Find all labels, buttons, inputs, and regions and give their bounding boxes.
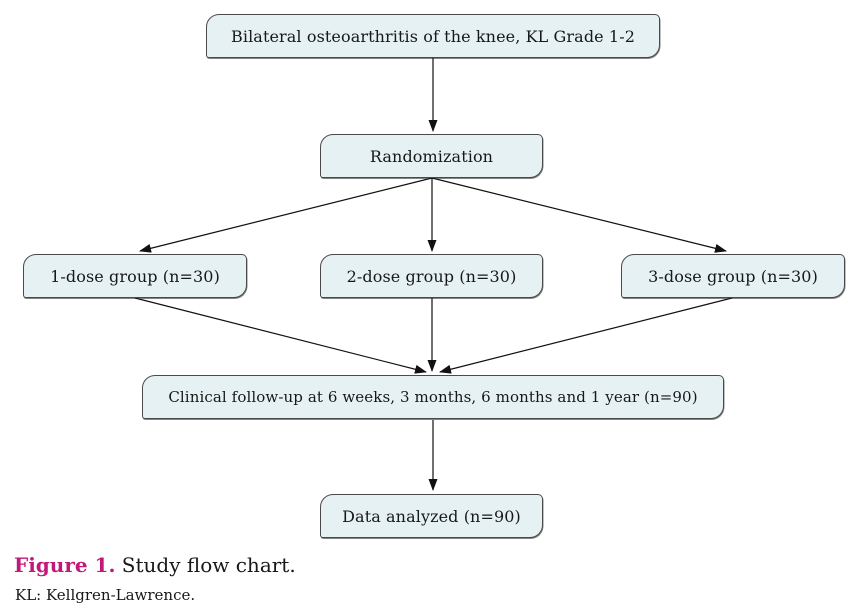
node-eligibility-label: Bilateral osteoarthritis of the knee, KL…: [231, 26, 635, 46]
node-randomization: Randomization: [320, 134, 543, 178]
node-group-1dose: 1-dose group (n=30): [23, 254, 247, 298]
arrow-randomization-to-group1: [139, 177, 433, 253]
node-group-1dose-label: 1-dose group (n=30): [50, 266, 220, 286]
figure-caption-title: Study flow chart.: [121, 553, 296, 577]
figure-caption-number: Figure 1.: [14, 553, 116, 577]
node-followup-label: Clinical follow-up at 6 weeks, 3 months,…: [168, 388, 698, 406]
node-group-2dose: 2-dose group (n=30): [320, 254, 543, 298]
node-group-2dose-label: 2-dose group (n=30): [346, 266, 517, 286]
arrow-randomization-to-group3: [431, 177, 727, 253]
node-analyzed: Data analyzed (n=90): [320, 494, 543, 538]
figure-footnote: KL: Kellgren-Lawrence.: [15, 586, 196, 604]
arrow-group3-to-followup: [439, 297, 733, 374]
figure-caption: Figure 1. Study flow chart.: [14, 553, 296, 577]
node-analyzed-label: Data analyzed (n=90): [342, 506, 521, 526]
node-group-3dose-label: 3-dose group (n=30): [648, 266, 818, 286]
arrow-group1-to-followup: [134, 297, 427, 374]
node-group-3dose: 3-dose group (n=30): [621, 254, 845, 298]
node-followup: Clinical follow-up at 6 weeks, 3 months,…: [142, 375, 724, 419]
node-eligibility: Bilateral osteoarthritis of the knee, KL…: [206, 14, 660, 58]
node-randomization-label: Randomization: [369, 146, 494, 166]
